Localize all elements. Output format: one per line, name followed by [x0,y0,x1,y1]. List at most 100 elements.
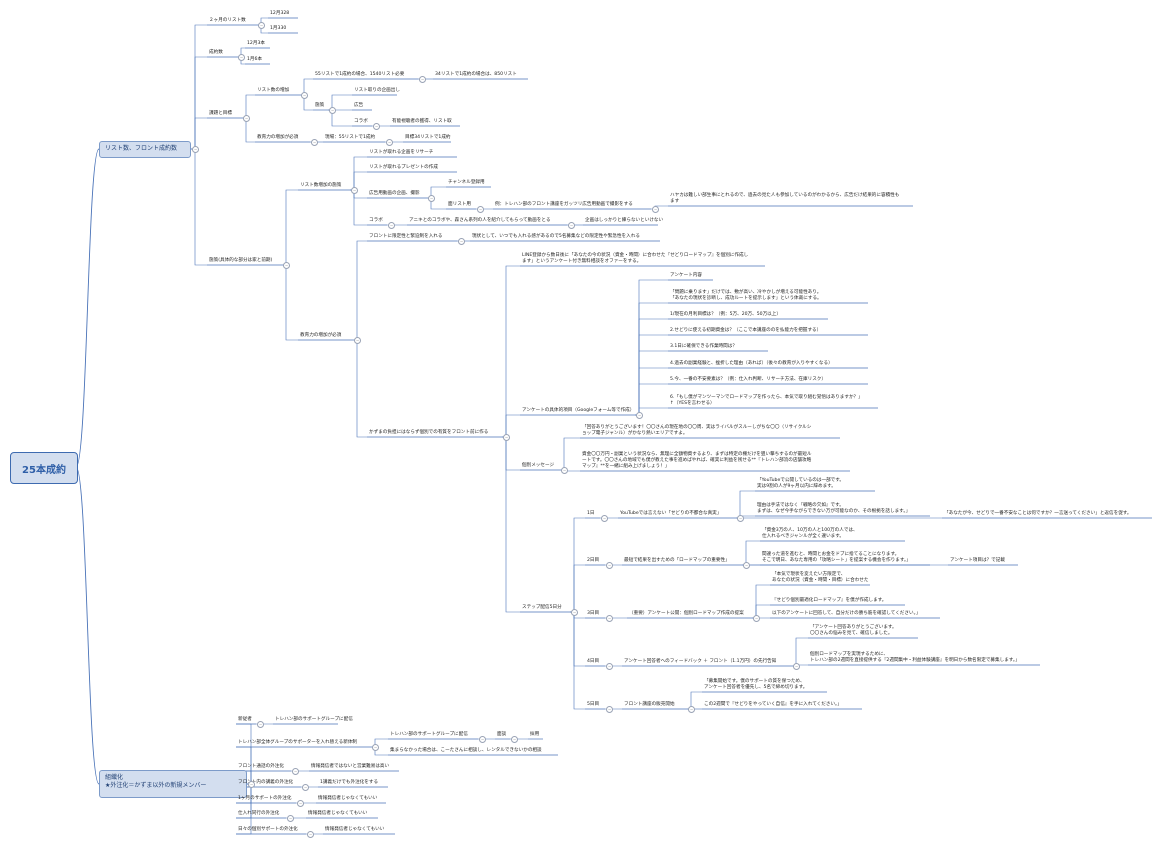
topic-a1[interactable]: ２ヶ月のリスト数 [209,18,246,23]
collapse-toggle-c6[interactable]: − [287,815,294,822]
topic-d3d[interactable]: 以下のアンケートに回答して、自分だけの勝ち筋を確認してください。」 [772,611,921,616]
collapse-toggle-a3a[interactable]: − [301,92,308,99]
topic-c2[interactable]: トレハン部全体グループのサポーターを入れ替える新体制 [238,740,358,745]
topic-d3[interactable]: 3日目 [587,611,600,616]
topic-c2a1a[interactable]: 採用 [530,732,540,737]
topic-b1d1a[interactable]: 企画はしっかりと練らないといけない [585,218,664,223]
collapse-toggle-b1c2a[interactable]: − [652,206,659,213]
topic-d1[interactable]: 1日 [587,511,595,516]
topic-d2b[interactable]: 「資金3万の人、10万の人と100万の人では、 仕入れるべきジャンルが全く違いま… [762,528,858,539]
topic-b1d1[interactable]: アニキとのコラボや、森さん系列の人を紹介してもらって動画をとる [409,218,551,223]
topic-b1a[interactable]: リストが取れる企画をリサーチ [369,150,434,155]
topic-b2b3a[interactable]: 「回答ありがとうございます！〇〇さんの現在地の〇〇周、実はライバルがスルーしがち… [582,425,812,436]
collapse-toggle-b1c2[interactable]: − [477,206,484,213]
topic-c5a[interactable]: 情報発信者じゃなくてもいい [318,796,378,801]
collapse-toggle-c2[interactable]: − [372,744,379,751]
topic-a2[interactable]: 成約数 [209,50,223,55]
collapse-toggle-b1[interactable]: − [351,187,358,194]
topic-d2[interactable]: 2日目 [587,558,600,563]
root-topic[interactable]: 25本成約 [10,452,78,484]
collapse-toggle-d5a[interactable]: − [688,706,695,713]
collapse-toggle-b2[interactable]: − [354,337,361,344]
topic-d4c[interactable]: 個別ロードマップを実現するために、 トレハン部の2週間を直接提供する『2週間集中… [810,652,1020,663]
topic-c6[interactable]: 仕入れ同行の外注化 [238,811,280,816]
topic-c1[interactable]: 新従者 [238,717,252,722]
collapse-toggle-b1d[interactable]: − [388,222,395,229]
topic-a3b1[interactable]: 現場：55リストで1成約 [325,135,376,140]
collapse-toggle-c1[interactable]: − [257,721,264,728]
topic-b2a1[interactable]: 現状として、いつでも入れる感があるので5名募集などの限定性や緊急性を入れる [472,234,640,239]
topic-d1a[interactable]: YouTubeでは言えない「せどりの不都合な真実」 [620,511,722,516]
topic-b2b[interactable]: かずまの負担にはならず個別での有質をフロント前に作る [369,430,489,435]
topic-c2b[interactable]: 集まらなかった場合は、こーたさんに相談し、レンタルできないかの相談 [390,748,542,753]
topic-d4[interactable]: 4日目 [587,659,600,664]
topic-a3b1a[interactable]: 目標34リストで1成約 [405,135,451,140]
topic-a4[interactable]: 施策(具体的な部分は家と前期) [209,258,273,263]
topic-a3b[interactable]: 教育力の増加が必須 [257,135,299,140]
collapse-toggle-a3b1[interactable]: − [386,139,393,146]
collapse-toggle-b2a[interactable]: − [458,238,465,245]
collapse-toggle-b1d1[interactable]: − [568,222,575,229]
topic-b1d[interactable]: コラボ [369,218,383,223]
topic-b2a[interactable]: フロントに限定性と緊迫制を入れる [369,234,443,239]
topic-d5[interactable]: 5日目 [587,702,600,707]
topic-a3[interactable]: 課題と目標 [209,111,232,116]
topic-b2b2b[interactable]: 「問題に乗ります」だけでは、敷が高い、冷やかしが増える可能性あり。 「あなたの現… [670,290,822,301]
collapse-toggle-c7[interactable]: − [307,831,314,838]
topic-b2b2a[interactable]: アンケート内容 [670,273,702,278]
collapse-toggle-c2a1[interactable]: − [511,736,518,743]
topic-c6a[interactable]: 情報発信者じゃなくてもいい [308,811,368,816]
topic-b1b[interactable]: リストが取れるプレゼントの作成 [369,165,438,170]
collapse-toggle-d3a[interactable]: − [753,615,760,622]
topic-b1c2[interactable]: 面リスト用 [448,202,471,207]
topic-d5a[interactable]: フロント講座の販売開始 [624,702,675,707]
topic-b2b2d[interactable]: 2.せどりに使える初期資金は？（ここで本講座ののを払能力を把握する） [670,328,822,333]
topic-c4[interactable]: フロント内の講義の外注化 [238,780,294,785]
collapse-toggle-a2[interactable]: − [238,54,245,61]
topic-d1b[interactable]: 「YouTubeで公開しているのは一部です。 実は9割の人が9ヶ月以内に辞めます… [757,478,844,489]
collapse-toggle-c4[interactable]: − [302,784,309,791]
topic-a2a[interactable]: 12月3本 [247,41,265,46]
topic-b2b3[interactable]: 個別メッセージ [522,463,555,468]
topic-c1a[interactable]: トレハン部のサポートグループに配信 [275,717,353,722]
collapse-toggle-a1[interactable]: − [258,22,265,29]
topic-b2b2c[interactable]: 1/現在の月利目標は？（例：5万、20万、50万以上） [670,312,781,317]
topic-b2b2[interactable]: アンケートの具体的項目（Googleフォーム等で作成） [522,408,635,413]
collapse-toggle-b1c[interactable]: − [428,195,435,202]
topic-a3a2a[interactable]: リスト取りの企画出し [354,88,400,93]
topic-a3a[interactable]: リスト数の増加 [257,88,290,93]
collapse-toggle-b2b4[interactable]: − [571,609,578,616]
collapse-toggle-b2b3[interactable]: − [561,467,568,474]
topic-b2b4[interactable]: ステップ配信5日分 [522,605,562,610]
topic-b2[interactable]: 教育力の増加が必須 [300,333,342,338]
main-topic-lists[interactable]: リスト数、フロント成約数 [99,141,191,158]
topic-b2b2e[interactable]: 3.1日に確保できる作業時間は？ [670,344,737,349]
topic-d2d[interactable]: アンケート項目は？で記載 [950,558,1005,563]
collapse-toggle-b2b[interactable]: − [503,434,510,441]
topic-c7a[interactable]: 情報発信者じゃなくてもいい [325,827,385,832]
collapse-toggle-d2a[interactable]: − [743,562,750,569]
topic-d1d[interactable]: 「あなたが今、せどりで一番不安なことは何ですか？一言送ってください」と返信を促す… [944,511,1132,516]
topic-d1c[interactable]: 理由は手法ではなく『戦略の欠如』です。 まずは、なぜ今手ながらできない万が可能な… [757,503,911,514]
topic-b2b1[interactable]: LINE登録から数日後に「あなたの今の状況（資金・時間）に合わせた『せどりロード… [522,253,749,264]
topic-a3a1a[interactable]: 34リストで1成約の場合は、850リスト [435,72,517,77]
topic-d2a[interactable]: 最短で結果を出すための「ロードマップの重要性」 [624,558,730,563]
topic-a2b[interactable]: 1月6本 [247,57,263,62]
topic-b1c1[interactable]: チャンネル登録用 [448,180,485,185]
collapse-toggle-d4a[interactable]: − [793,663,800,670]
topic-d3a[interactable]: （重要）アンケート公開：個別ロードマップ作成の提案 [629,611,744,616]
collapse-toggle-a3a2c[interactable]: − [373,123,380,130]
topic-c3[interactable]: フロント通話の外注化 [238,764,284,769]
topic-b1c[interactable]: 広告用動画の企画、撮影 [369,191,420,196]
main-topic-organization[interactable]: 組織化 ★外注化＝かずま以外の新規メンバー [99,770,247,798]
topic-c5[interactable]: 1ヶ月のサポートの外注化 [238,796,292,801]
collapse-toggle-c3[interactable]: − [292,768,299,775]
topic-d3b[interactable]: 「本気で現状を変えたい方限定で、 あなたの状況（資金・時間・目標）に合わせた [772,572,869,583]
collapse-toggle-a3a2[interactable]: − [329,107,336,114]
topic-b2b2g[interactable]: 5.今、一番の不安要素は？（例：仕入れ判断、リサーチ方法、在庫リスク） [670,377,826,382]
topic-c2a[interactable]: トレハン部のサポートグループに配信 [390,732,468,737]
topic-b1c2a1[interactable]: ハヤカは難しい部生事にとれるので、過去の見た人も参加しているのがわかるから、広告… [670,193,900,204]
topic-b2b2h[interactable]: 6.「もし僕がマンツーマンでロードマップを作ったら、本気で取り組む覚悟はあります… [670,395,863,406]
collapse-toggle-a3[interactable]: − [243,115,250,122]
collapse-toggle-c5[interactable]: − [297,800,304,807]
